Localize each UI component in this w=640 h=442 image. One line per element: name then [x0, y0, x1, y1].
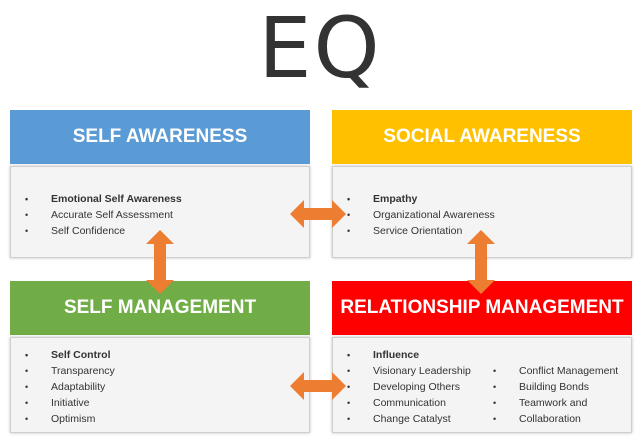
self-management-heading: SELF MANAGEMENT — [63, 297, 257, 318]
list-item: Collaboration — [493, 411, 618, 427]
list-item: Organizational Awareness — [347, 207, 495, 223]
list-item: Transparency — [25, 363, 115, 379]
list-item: Influence — [347, 347, 471, 363]
social-awareness-heading: SOCIAL AWARENESS — [383, 126, 581, 147]
list-item: Adaptability — [25, 379, 115, 395]
self-awareness-list: Emotional Self Awareness Accurate Self A… — [25, 191, 182, 239]
list-item: Self Confidence — [25, 223, 182, 239]
self-awareness-heading: SELF AWARENESS — [72, 126, 248, 147]
list-item: Service Orientation — [347, 223, 495, 239]
list-item: Communication — [347, 395, 471, 411]
vertical-arrow-left — [146, 230, 174, 294]
relationship-management-list-left: Influence Visionary Leadership Developin… — [347, 347, 471, 427]
list-item: Optimism — [25, 411, 115, 427]
vertical-arrow-right — [467, 230, 495, 294]
list-item: Visionary Leadership — [347, 363, 471, 379]
self-management-list: Self Control Transparency Adaptability I… — [25, 347, 115, 427]
list-item: Emotional Self Awareness — [25, 191, 182, 207]
list-item: Conflict Management — [493, 363, 618, 379]
list-item: Building Bonds — [493, 379, 618, 395]
horizontal-arrow-top — [290, 200, 346, 228]
list-item: Empathy — [347, 191, 495, 207]
list-item: Teamwork and — [493, 395, 618, 411]
social-awareness-list: Empathy Organizational Awareness Service… — [347, 191, 495, 239]
self-awareness-header: SELF AWARENESS — [10, 110, 310, 164]
eq-title: EQ — [258, 0, 382, 97]
relationship-management-body: Influence Visionary Leadership Developin… — [332, 337, 632, 433]
horizontal-arrow-bottom — [290, 372, 346, 400]
self-management-body: Self Control Transparency Adaptability I… — [10, 337, 310, 433]
list-item: Self Control — [25, 347, 115, 363]
list-item: Developing Others — [347, 379, 471, 395]
list-item: Initiative — [25, 395, 115, 411]
relationship-management-list-right: Conflict Management Building Bonds Teamw… — [493, 363, 618, 427]
list-item: Accurate Self Assessment — [25, 207, 182, 223]
social-awareness-header: SOCIAL AWARENESS — [332, 110, 632, 164]
list-item: Change Catalyst — [347, 411, 471, 427]
relationship-management-heading: RELATIONSHIP MANAGEMENT — [340, 297, 624, 318]
